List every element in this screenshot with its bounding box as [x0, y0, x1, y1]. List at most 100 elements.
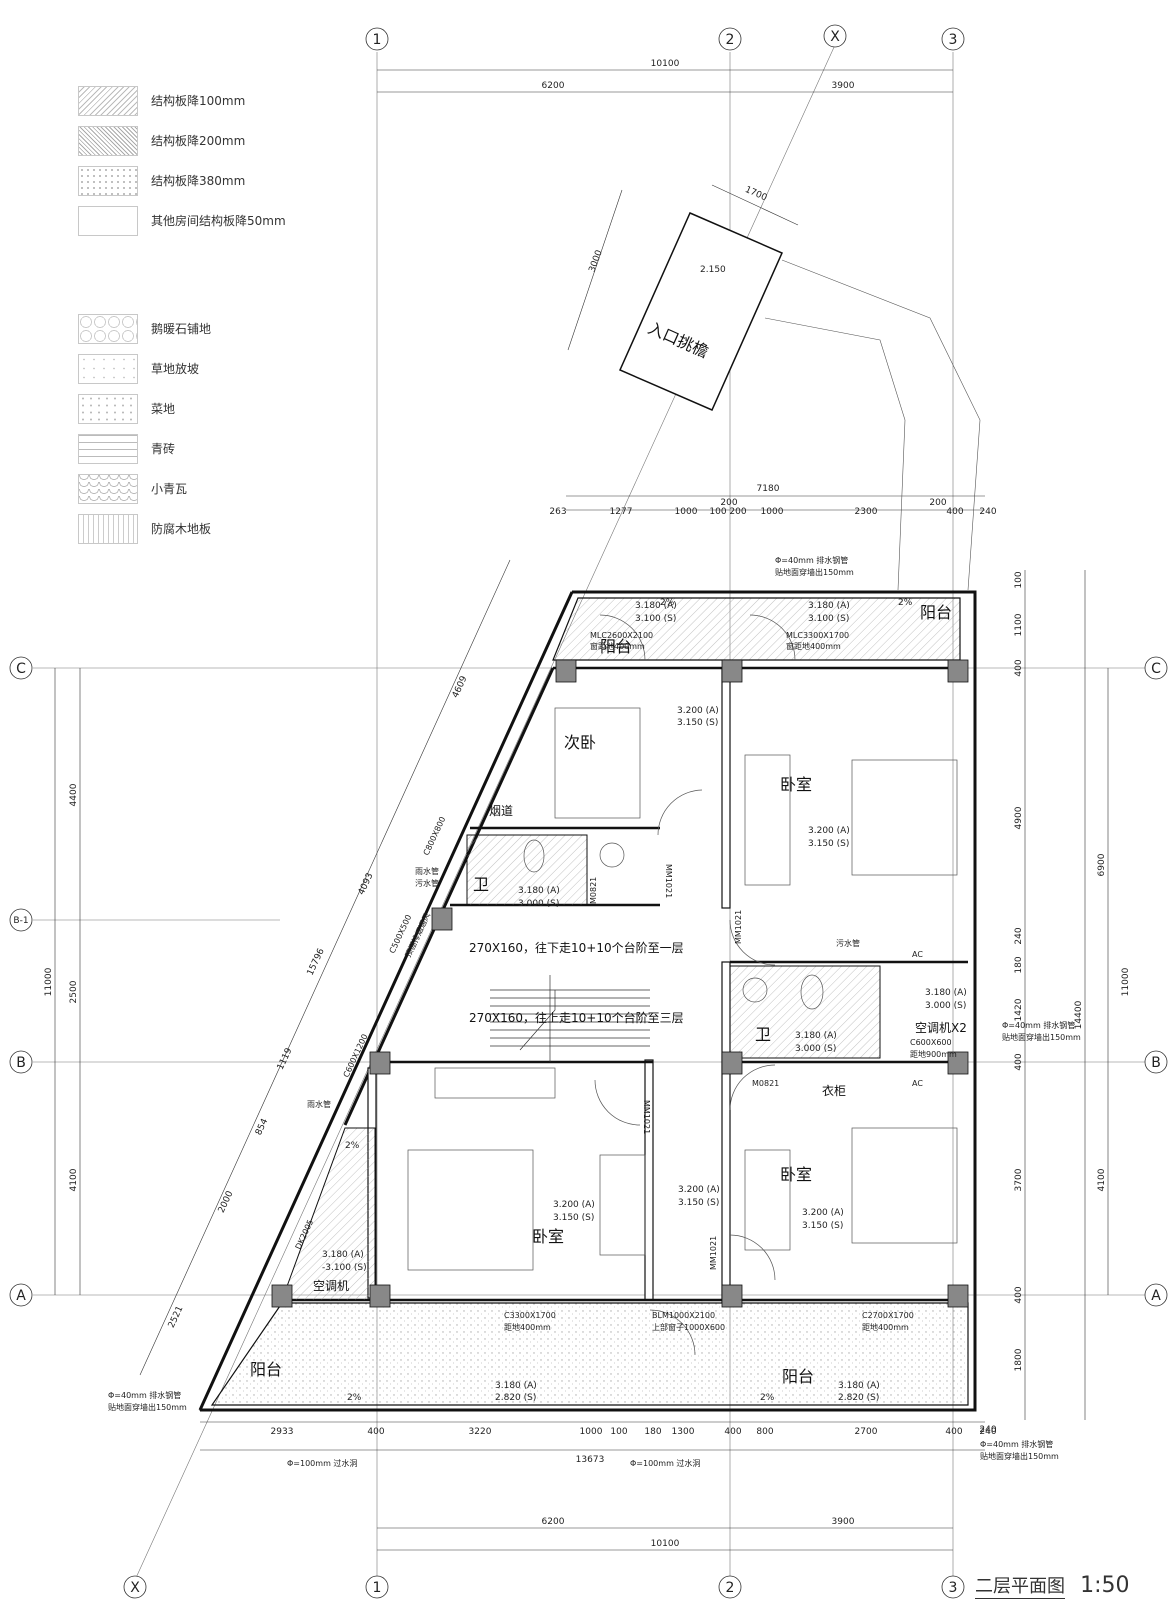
window-sill: 距地400mm: [862, 1322, 909, 1332]
window-sill: 距地900mm: [910, 1049, 957, 1059]
level: 3.100 (S): [808, 614, 849, 624]
balcony-label-front-right: 阳台: [782, 1367, 814, 1386]
legend-label: 其他房间结构板降50mm: [151, 214, 286, 228]
legend-label: 菜地: [151, 402, 176, 416]
ac-label: 空调机: [313, 1279, 349, 1293]
axis-label: X: [130, 1580, 140, 1596]
second-bedroom-label: 次卧: [564, 733, 596, 752]
window-sill: 窗距地400mm: [786, 641, 841, 651]
level: 3.000 (S): [518, 899, 559, 909]
slope: 2%: [345, 1141, 360, 1151]
rain-pipe-note: 雨水管: [415, 866, 439, 876]
rain-pipe-note: 雨水管: [307, 1099, 331, 1109]
dim-right: 400: [1014, 1286, 1024, 1303]
door-blm: BLM1000X2100: [652, 1311, 715, 1320]
dim-right: 100: [1014, 571, 1024, 588]
drain-note: Φ=40mm 排水钢管: [108, 1390, 181, 1400]
dim-right-c: 11000: [1121, 967, 1131, 996]
dim-diagonal: 4609: [451, 674, 470, 699]
drain100-note: Φ=100mm 过水洞: [630, 1458, 700, 1468]
bath-label-west: 卫: [473, 875, 489, 894]
dim-right: 400: [1014, 659, 1024, 676]
dim-lower: 2700: [855, 1427, 878, 1437]
level: 3.150 (S): [553, 1213, 594, 1223]
window-sill: 距地400mm: [504, 1322, 551, 1332]
dim-lower: 1000: [580, 1427, 603, 1437]
dim-upper-total: 7180: [757, 484, 780, 494]
axis-bubbles: 1 2 X 3 X 1 2 3 C B-1 B A C B A: [9, 24, 1168, 1599]
flue-label: 烟道: [489, 804, 513, 818]
level: 3.180 (A): [322, 1250, 364, 1260]
level: 3.000 (S): [795, 1044, 836, 1054]
legend-swatch-grass: [78, 354, 138, 384]
wardrobe-label: 衣柜: [822, 1083, 846, 1098]
window-c3300: C3300X1700: [504, 1311, 556, 1320]
dim-right-a: 6900: [1097, 853, 1107, 876]
drain-note: Φ=40mm 排水钢管: [775, 555, 848, 565]
dim-upper: 263: [549, 507, 566, 517]
waste-pipe-note: 污水管: [836, 938, 860, 948]
axis-label: 1: [373, 1580, 382, 1596]
bedroom-label-ne: 卧室: [780, 775, 812, 794]
dim-right-total: 14400: [1074, 1000, 1084, 1029]
door-blm-note: 上部窗子1000X600: [652, 1322, 725, 1332]
balcony-label-top-right: 阳台: [920, 603, 952, 622]
entrance-canopy: [619, 212, 981, 591]
hatch-legend: 结构板降100mm 结构板降200mm 结构板降380mm 其他房间结构板降50…: [0, 0, 330, 560]
canopy-level: 2.150: [700, 265, 726, 275]
legend-swatch-slab-100: [78, 86, 138, 116]
dim-left-a: 4400: [69, 783, 79, 806]
dim-upper: 2300: [855, 507, 878, 517]
door-m0821: M0821: [752, 1079, 779, 1088]
waste-pipe-note: 污水管: [415, 878, 439, 888]
legend-swatch-tile: [78, 474, 138, 504]
axis-label: B: [1151, 1055, 1161, 1071]
dim-lower: 400: [724, 1427, 741, 1437]
dim-right: 1100: [1014, 613, 1024, 636]
level: 3.150 (S): [802, 1221, 843, 1231]
level: 2.820 (S): [495, 1393, 536, 1403]
dim-right: 180: [1014, 956, 1024, 973]
level: 3.180 (A): [635, 601, 677, 611]
level: 3.200 (A): [808, 826, 850, 836]
bath-label-east: 卫: [755, 1025, 771, 1044]
window-c800: C800X800: [422, 815, 448, 857]
legend-label: 小青瓦: [151, 482, 188, 496]
level: 3.180 (A): [518, 886, 560, 896]
dim-right: 3700: [1014, 1168, 1024, 1191]
window-mlc1: MLC2600X2100: [590, 631, 653, 640]
dim-top-a: 6200: [542, 81, 565, 91]
axis-label: B: [16, 1055, 26, 1071]
ac-tag: AC: [912, 950, 923, 959]
dim-right-b: 4100: [1097, 1168, 1107, 1191]
axis-label: C: [1151, 661, 1161, 677]
legend-swatch-brick: [78, 434, 138, 464]
level: 3.180 (A): [495, 1381, 537, 1391]
level: 3.200 (A): [802, 1208, 844, 1218]
level: 3.150 (S): [808, 839, 849, 849]
legend-label: 鹅暖石铺地: [151, 322, 212, 336]
slope: 2%: [660, 598, 675, 608]
level: 3.180 (A): [795, 1031, 837, 1041]
bedroom-label-se: 卧室: [780, 1165, 812, 1184]
drawing-scale: 1:50: [1080, 1573, 1130, 1598]
drain-note-sub: 贴地面穿墙出150mm: [775, 567, 854, 577]
axis-label: A: [1151, 1288, 1161, 1304]
dimension-lines: [54, 69, 1109, 1551]
level: 3.180 (A): [808, 601, 850, 611]
window-sill: 窗距地400mm: [590, 641, 645, 651]
level-marks: 3.180 (A) 3.100 (S) 3.180 (A) 3.100 (S) …: [322, 598, 967, 1403]
dim-top-b: 3900: [832, 81, 855, 91]
legend-label: 防腐木地板: [151, 522, 212, 536]
staircase: [490, 975, 650, 1062]
dim-left-outer: 11000: [44, 967, 54, 996]
legend-swatch-slab-200: [78, 126, 138, 156]
level: 3.180 (A): [925, 988, 967, 998]
dim-right: 1420: [1014, 998, 1024, 1021]
drain-note-sub: 贴地面穿墙出150mm: [108, 1402, 187, 1412]
axis-label: 2: [726, 1580, 735, 1596]
ac-x2-label: 空调机X2: [915, 1021, 967, 1035]
door-mm1021: MM1021: [664, 864, 673, 898]
dim-top-total: 10100: [651, 59, 680, 69]
legend-swatch-pebbles: [78, 314, 138, 344]
